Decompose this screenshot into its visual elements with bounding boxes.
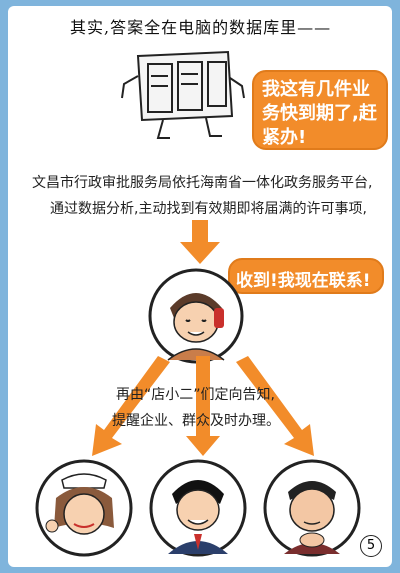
comic-panel: 其实,答案全在电脑的数据库里—— 我这有几件业务快到期了,赶紧办! 文昌市行政审… [8,6,392,567]
page-title: 其实,答案全在电脑的数据库里—— [70,18,332,37]
operator-avatar [148,268,244,364]
caption-line-2: 通过数据分析,主动找到有效期即将届满的许可事项, [50,201,367,217]
server-icon [121,50,245,139]
businessman-avatar [149,459,247,557]
caption-line-1: 文昌市行政审批服务局依托海南省一体化政务服务平台, [32,175,373,191]
speech-bubble-reply: 收到!我现在联系! [228,258,384,294]
nurse-avatar [35,459,133,557]
arrow-down-icon [180,220,220,264]
page-number: 5 [360,535,382,557]
caption-line-4: 提醒企业、群众及时办理。 [112,413,280,429]
speech-bubble-server: 我这有几件业务快到期了,赶紧办! [252,70,388,150]
caption-line-3: 再由“店小二”们定向告知, [116,387,275,403]
branch-arrows [92,356,314,456]
older-man-avatar [263,459,361,557]
